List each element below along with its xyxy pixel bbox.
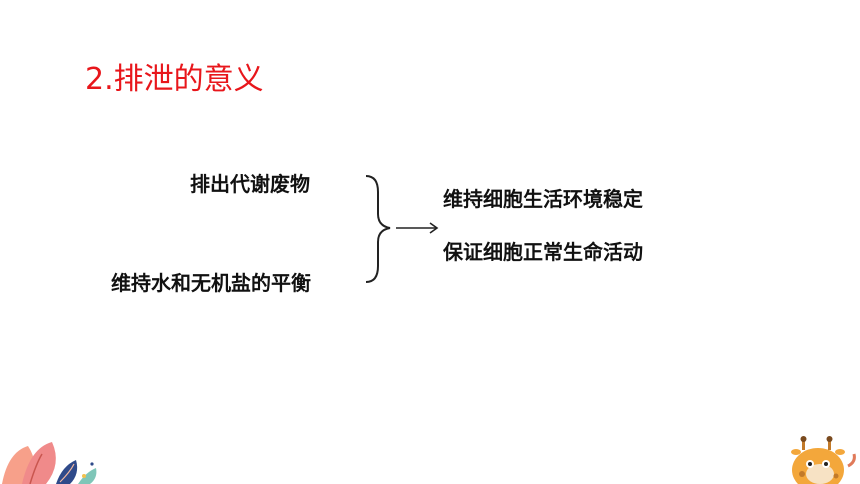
giraffe-icon [791, 436, 856, 484]
cause-water-salt-balance: 维持水和无机盐的平衡 [111, 271, 311, 295]
cause-excrete-waste: 排出代谢废物 [190, 172, 310, 196]
arrow-head [429, 222, 439, 234]
leaf-plant-icon [2, 442, 97, 484]
right-brace [365, 175, 391, 283]
effect-stable-environment: 维持细胞生活环境稳定 [443, 187, 643, 211]
slide-title: 2.排泄的意义 [85, 62, 264, 97]
effect-normal-life-activity: 保证细胞正常生命活动 [443, 240, 643, 264]
brace-arrow-connector [365, 175, 439, 283]
